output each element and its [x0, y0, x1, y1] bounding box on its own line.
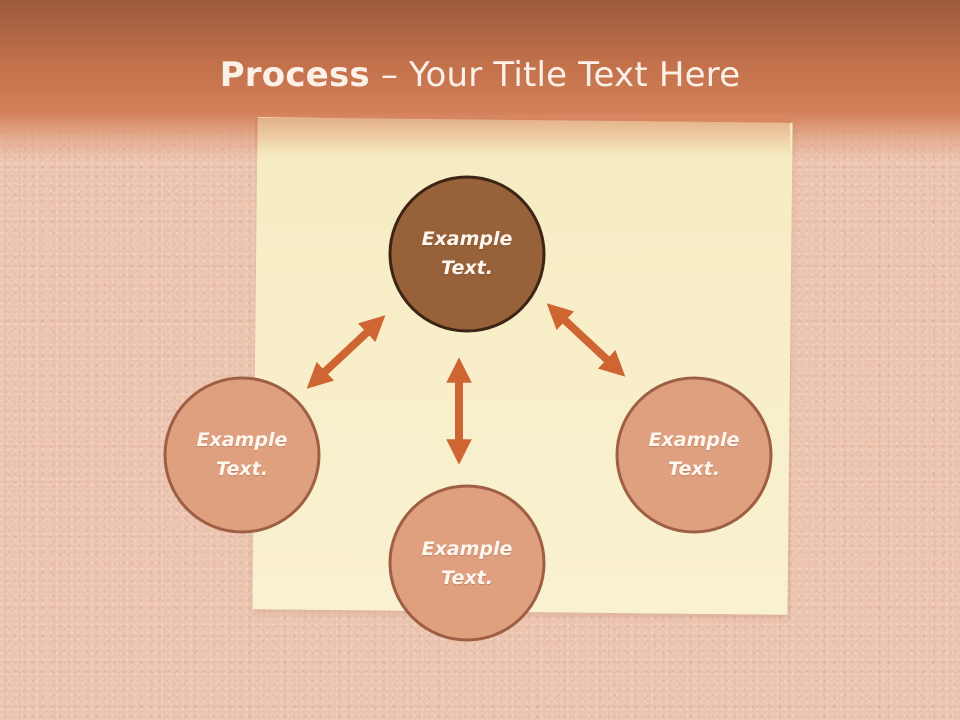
arrow-top-right	[546, 303, 626, 377]
node-left-line1: Example	[196, 429, 288, 451]
node-right-label: Example Text.	[624, 426, 764, 484]
arrow-top-left	[306, 315, 386, 389]
note-top-shadow	[255, 118, 790, 158]
title-bold: Process	[219, 55, 370, 95]
node-top-label: Example Text.	[397, 225, 537, 283]
node-right-circle	[615, 376, 773, 534]
node-top-line1: Example	[421, 228, 513, 250]
node-bottom-line2: Text.	[441, 567, 493, 589]
node-left-line2: Text.	[216, 458, 268, 480]
node-right-line2: Text.	[668, 458, 720, 480]
node-bottom-label: Example Text.	[397, 535, 537, 593]
node-left-label: Example Text.	[172, 426, 312, 484]
node-top-line2: Text.	[441, 257, 493, 279]
title-rest: – Your Title Text Here	[369, 55, 741, 95]
slide-title: Process – Your Title Text Here	[0, 50, 960, 100]
node-bottom-circle	[388, 484, 546, 642]
node-right-line1: Example	[648, 429, 740, 451]
node-left-circle	[163, 376, 321, 534]
node-bottom-line1: Example	[421, 538, 513, 560]
node-top-circle	[388, 175, 546, 333]
